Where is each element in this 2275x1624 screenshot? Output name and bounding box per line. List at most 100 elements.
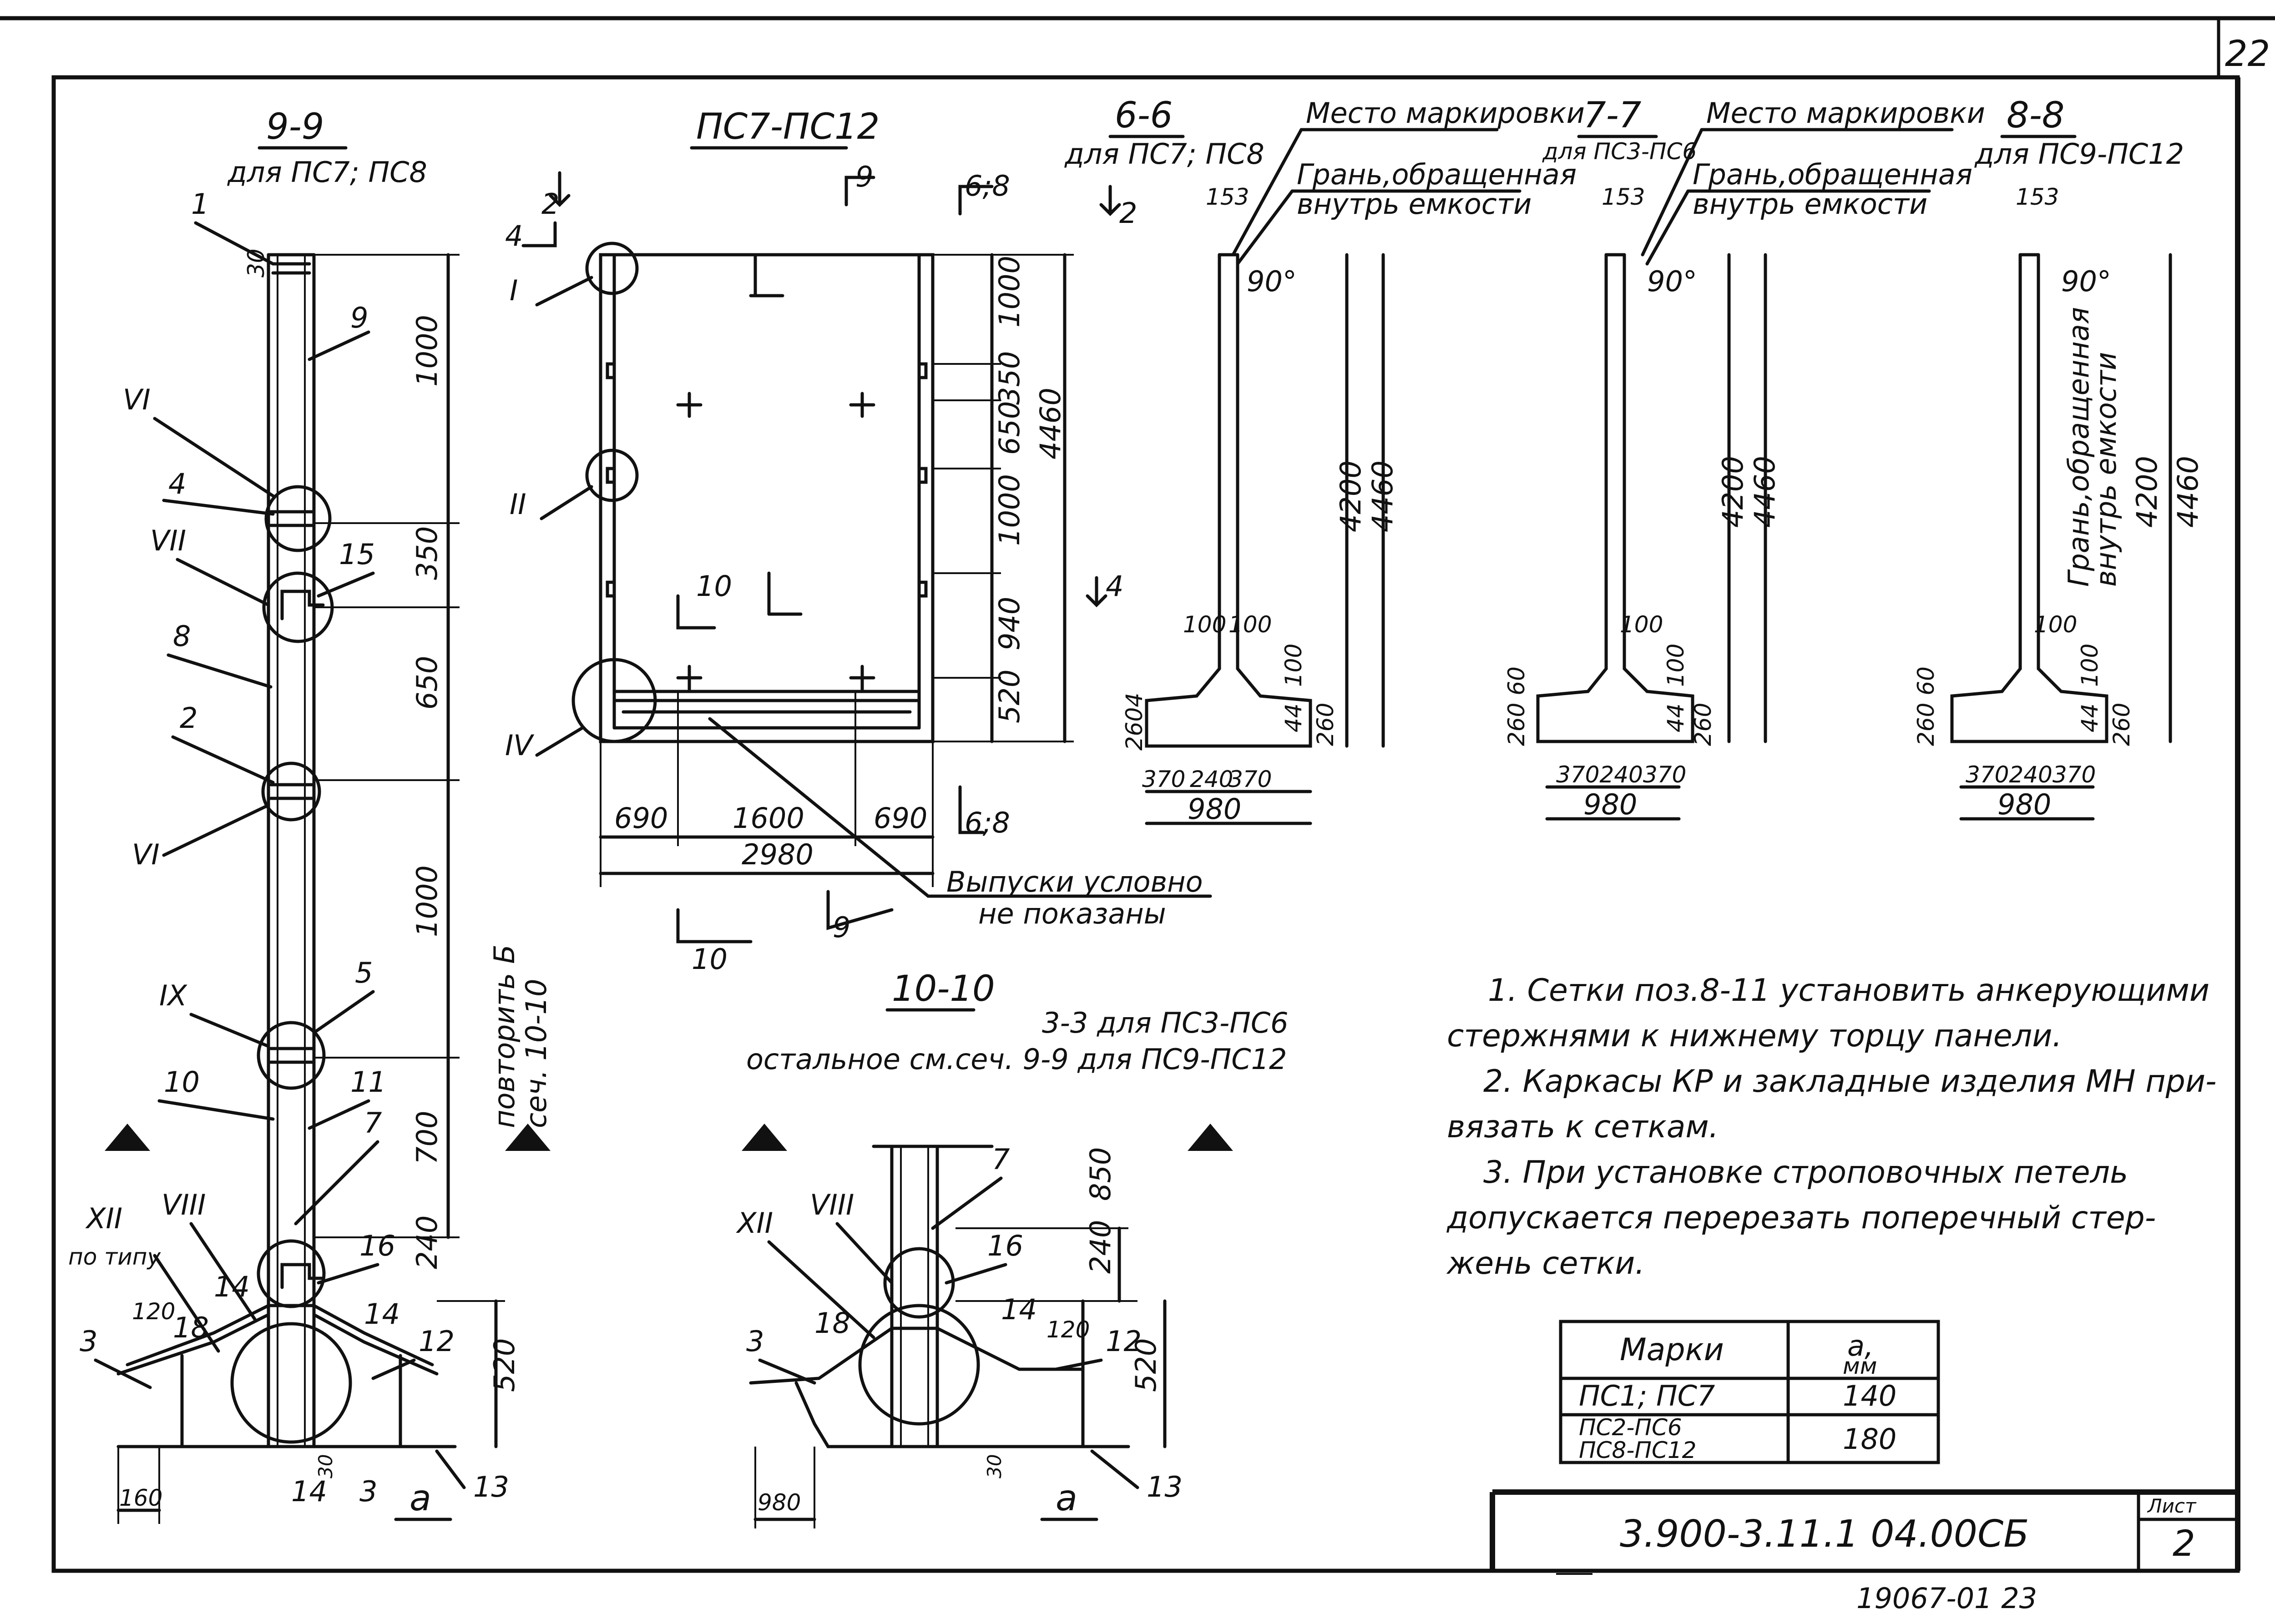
pos-99-8: 8: [173, 620, 191, 653]
level-mark-mid: [505, 1124, 551, 1151]
p66-90: 90°: [1247, 265, 1297, 298]
sheet-corner-number: 22: [2225, 34, 2270, 75]
dim-99-700: 700: [410, 1111, 444, 1165]
cut-10: 10: [696, 570, 732, 603]
dim-99-650: 650: [410, 656, 444, 710]
face-2a: Грань,обращенная: [1693, 158, 1972, 191]
section-9-9: 9-9 для ПС7; ПС8 1000 3: [68, 106, 553, 1524]
p66-4200: 4200: [1334, 460, 1367, 532]
p77-4200: 4200: [1716, 456, 1749, 528]
ps-w-690a: 690: [614, 802, 668, 835]
ps-dim-1000a: 1000: [993, 256, 1026, 328]
dim-99-520: 520: [488, 1338, 521, 1392]
cut-4: 4: [505, 219, 523, 252]
pos-99-13: 13: [473, 1470, 509, 1503]
table-header-marks: Марки: [1620, 1332, 1724, 1368]
table-row2-marks-a: ПС2-ПС6: [1579, 1414, 1682, 1441]
d1010-520: 520: [1129, 1338, 1163, 1392]
panel-title: ПС7-ПС12: [696, 106, 880, 147]
d1010-980: 980: [758, 1489, 801, 1516]
p66-980: 980: [1188, 792, 1241, 826]
roman-99-IX: IX: [159, 979, 187, 1012]
pos-99-4: 4: [168, 467, 186, 500]
level-mark-1010-left: [742, 1124, 787, 1151]
dim-99-30b: 30: [314, 1454, 337, 1478]
p88-153: 153: [2016, 184, 2059, 210]
pos-99-14b: 14: [364, 1297, 400, 1331]
section-7-7-subtitle: для ПС3-ПС6: [1542, 138, 1697, 165]
d1010-850: 850: [1084, 1147, 1117, 1201]
d1010-a: a: [1056, 1478, 1077, 1519]
repeat-note-1: повторить Б: [488, 944, 521, 1128]
p88-980: 980: [1997, 788, 2051, 821]
face-1b: внутрь емкости: [1297, 187, 1532, 221]
roman-ps-IV: IV: [505, 729, 535, 762]
pos-99-3b: 3: [359, 1475, 377, 1508]
p66-44: 44: [1280, 703, 1307, 732]
p88-4460: 4460: [2171, 456, 2204, 528]
note-line-4: вязать к сеткам.: [1447, 1109, 1719, 1145]
notes: 1. Сетки поз.8-11 установить анкерующими…: [1446, 973, 2217, 1281]
pos-99-10: 10: [164, 1065, 200, 1099]
dim-99-240: 240: [410, 1215, 444, 1269]
section-6-6-title: 6-6: [1115, 95, 1173, 136]
sheet-number: 2: [2173, 1523, 2195, 1564]
ps-dim-1000b: 1000: [993, 474, 1026, 546]
p1010-3: 3: [746, 1325, 764, 1358]
p66-370b: 370: [1228, 766, 1272, 792]
dim-99-a: a: [410, 1478, 431, 1519]
d1010-30: 30: [983, 1454, 1006, 1478]
pos-99-5: 5: [355, 956, 373, 989]
releases-1: Выпуски условно: [946, 865, 1203, 898]
p88-260: 260: [2108, 703, 2135, 746]
cut-2: 2: [541, 187, 559, 221]
table-row2-a: 180: [1843, 1422, 1896, 1456]
cut-68b: 6;8: [965, 806, 1010, 839]
p66-153: 153: [1206, 184, 1249, 210]
roman-99-VIII: VIII: [162, 1188, 206, 1221]
p66-4460: 4460: [1366, 460, 1399, 532]
p66-370a: 370: [1142, 766, 1185, 792]
p77-260: 260: [1690, 703, 1716, 746]
p66-260: 260: [1312, 703, 1339, 746]
level-mark-left: [105, 1124, 150, 1151]
roman-ps-II: II: [510, 488, 526, 521]
p66-100c: 100: [1280, 644, 1307, 687]
dim-99-350: 350: [410, 526, 444, 580]
p88-100: 100: [2034, 611, 2077, 638]
p77-370240370: 370240370: [1556, 762, 1686, 788]
p1010-14: 14: [1001, 1293, 1037, 1326]
dim-99-30: 30: [243, 248, 269, 277]
note-line-3: 2. Каркасы КР и закладные изделия МН при…: [1483, 1064, 2217, 1099]
ps-dim-4460: 4460: [1034, 388, 1067, 459]
roman-99-VII: VII: [150, 524, 186, 557]
section-10-10-sub2: остальное см.сеч. 9-9 для ПС9-ПС12: [746, 1043, 1287, 1076]
section-10-10-title: 10-10: [892, 968, 995, 1009]
roman-ps-I: I: [510, 274, 518, 307]
mark-place-1: Место маркировки: [1306, 96, 1585, 130]
note-line-6: допускается перерезать поперечный стер-: [1446, 1200, 2156, 1236]
p1010-7: 7: [992, 1143, 1010, 1176]
section-10-10-sub1: 3-3 для ПС3-ПС6: [1042, 1006, 1289, 1039]
cut4-66: 4: [1106, 570, 1123, 603]
face-3b: внутрь емкости: [2089, 352, 2123, 587]
table-row1-marks: ПС1; ПС7: [1579, 1379, 1715, 1412]
face-3a: Грань,обращенная: [2062, 307, 2095, 587]
pos-99-14c: 14: [291, 1475, 327, 1508]
section-10-10: 10-10 3-3 для ПС3-ПС6 остальное см.сеч. …: [736, 968, 1289, 1528]
pos-99-15: 15: [339, 538, 375, 571]
level-mark-1010-right: [1188, 1124, 1233, 1151]
dim-99-1000a: 1000: [410, 315, 444, 387]
face-2b: внутрь емкости: [1693, 187, 1927, 221]
pos-99-12: 12: [419, 1325, 455, 1358]
pos-99-16: 16: [359, 1229, 395, 1262]
archive-stamp: 19067-01 23: [1856, 1582, 2037, 1615]
p77-90: 90°: [1647, 265, 1697, 298]
callout-by-type: по типу: [68, 1244, 161, 1270]
section-8-8: 8-8 для ПС9-ПС12 153 90° Грань,обращенна…: [1913, 95, 2204, 821]
ps-dim-650: 650: [993, 401, 1026, 455]
pos-99-3a: 3: [80, 1325, 97, 1358]
marks-table: Марки а, мм ПС1; ПС7 140 ПС2-ПС6 ПС8-ПС1…: [1559, 1320, 1940, 1464]
roman-99-XII: XII: [85, 1202, 122, 1235]
